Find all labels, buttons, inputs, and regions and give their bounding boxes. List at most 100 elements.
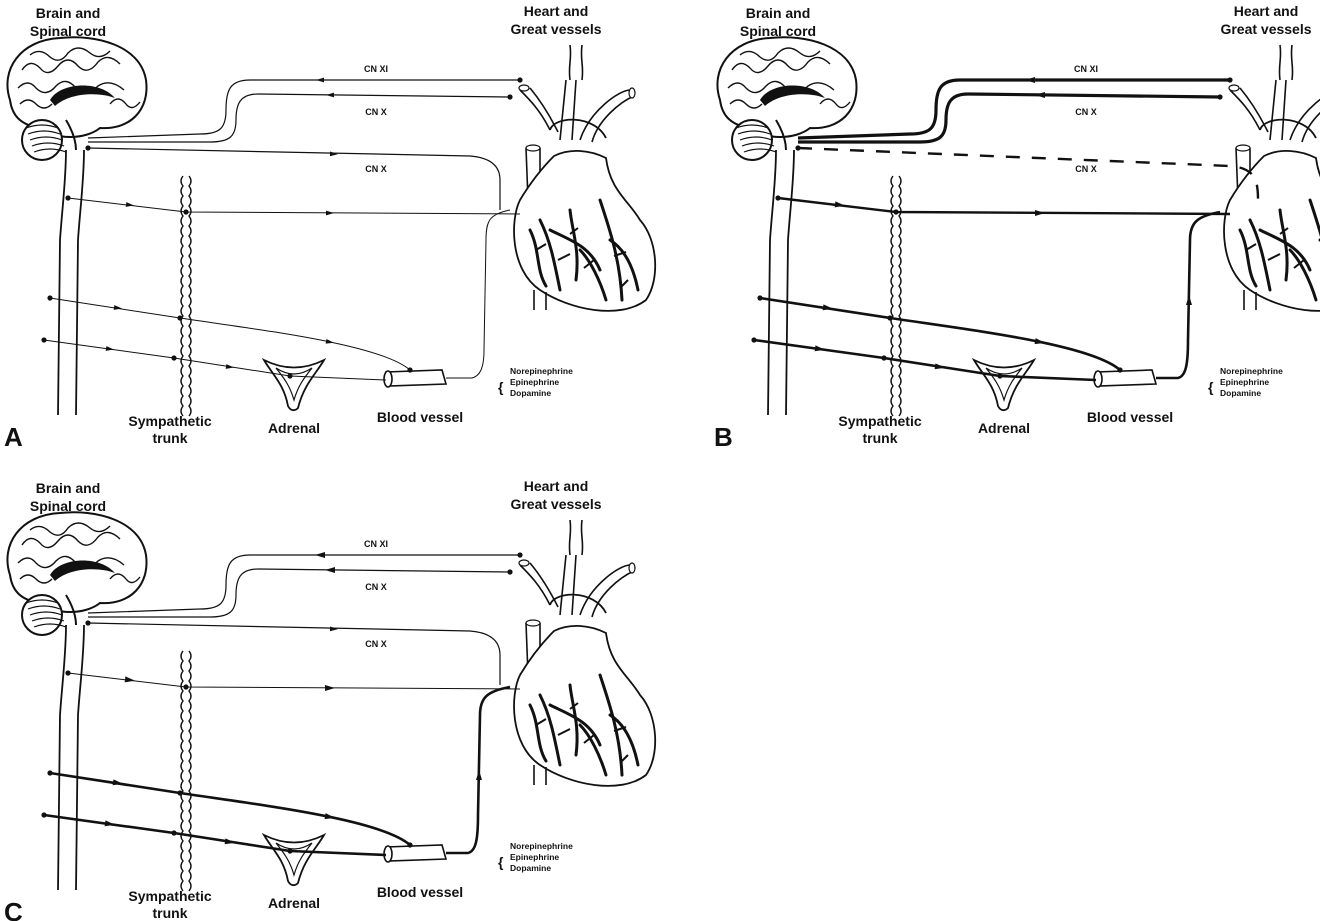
panel-letter: C bbox=[4, 897, 23, 921]
cn-xi-label: CN XI bbox=[364, 64, 388, 74]
synapse-dot bbox=[1117, 367, 1122, 372]
synapse-dot bbox=[171, 830, 176, 835]
adrenal-label: Adrenal bbox=[268, 895, 320, 911]
sympathetic-cardiac-fiber bbox=[68, 673, 520, 689]
hormone-label: Norepinephrine bbox=[1220, 366, 1283, 376]
synapse-dot bbox=[997, 373, 1002, 378]
trunk-label-line2: trunk bbox=[153, 430, 188, 446]
synapse-dot bbox=[507, 569, 512, 574]
arrowhead-icon bbox=[126, 202, 135, 208]
synapse-dot bbox=[85, 145, 90, 150]
hormone-label: Norepinephrine bbox=[510, 366, 573, 376]
synapse-dot bbox=[65, 195, 70, 200]
arrowhead-icon bbox=[1035, 92, 1045, 98]
sympathetic-cardiac-fiber bbox=[778, 198, 1230, 214]
blood-vessel-icon bbox=[384, 845, 446, 862]
synapse-dot bbox=[1217, 94, 1222, 99]
preganglionic-fiber-adrenal bbox=[760, 298, 1120, 370]
hormone-label: Norepinephrine bbox=[510, 841, 573, 851]
arrowhead-icon bbox=[326, 211, 334, 216]
heart-icon bbox=[514, 520, 655, 786]
cn-x-upper-label: CN X bbox=[1075, 107, 1097, 117]
synapse-dot bbox=[507, 94, 512, 99]
cn-x-lower-fiber bbox=[88, 148, 500, 210]
cn-x-upper-label: CN X bbox=[365, 582, 387, 592]
arrowhead-icon bbox=[325, 567, 335, 573]
preganglionic-fiber-vessel bbox=[44, 340, 386, 380]
synapse-dot bbox=[893, 209, 898, 214]
cn-xi-fiber bbox=[798, 80, 1230, 138]
arrowhead-icon bbox=[1025, 77, 1035, 83]
cn-xi-fiber-inner bbox=[798, 80, 1230, 138]
blood-vessel-icon bbox=[1094, 370, 1156, 387]
heart-label-line1: Heart and bbox=[524, 3, 589, 19]
adrenal-label: Adrenal bbox=[978, 420, 1030, 436]
hormone-brace: { bbox=[498, 854, 504, 870]
hormone-brace: { bbox=[1208, 379, 1214, 395]
panel-letter: A bbox=[4, 422, 23, 452]
cn-x-upper-fiber bbox=[88, 569, 510, 617]
adrenal-label: Adrenal bbox=[268, 420, 320, 436]
heart-icon bbox=[1224, 45, 1320, 311]
hormone-label: Dopamine bbox=[510, 388, 551, 398]
cn-xi-label: CN XI bbox=[1074, 64, 1098, 74]
synapse-dot bbox=[775, 195, 780, 200]
synapse-dot bbox=[517, 77, 522, 82]
synapse-dot bbox=[407, 367, 412, 372]
arrowhead-icon bbox=[325, 685, 335, 691]
trunk-label-line1: Sympathetic bbox=[128, 888, 211, 904]
trunk-label-line2: trunk bbox=[863, 430, 898, 446]
arrowhead-icon bbox=[1186, 295, 1192, 305]
arrowhead-icon bbox=[326, 93, 334, 98]
synapse-dot bbox=[1227, 77, 1232, 82]
panel-c: Brain andSpinal cordHeart andGreat vesse… bbox=[4, 478, 655, 921]
spinal-cord-icon bbox=[768, 150, 794, 415]
panel-b: Brain andSpinal cordHeart andGreat vesse… bbox=[714, 3, 1320, 452]
arrowhead-icon bbox=[316, 78, 324, 83]
heart-label-line2: Great vessels bbox=[510, 21, 601, 37]
heart-label-line2: Great vessels bbox=[1220, 21, 1311, 37]
cn-x-lower-fiber bbox=[88, 623, 500, 685]
cn-x-lower-fiber bbox=[798, 148, 1258, 200]
cn-x-upper-fiber bbox=[88, 94, 510, 142]
synapse-dot bbox=[65, 670, 70, 675]
synapse-dot bbox=[287, 373, 292, 378]
hormone-label: Dopamine bbox=[1220, 388, 1261, 398]
panel-a: Brain andSpinal cordHeart andGreat vesse… bbox=[4, 3, 655, 452]
blood-vessel-label: Blood vessel bbox=[1087, 409, 1173, 425]
synapse-dot bbox=[757, 295, 762, 300]
synapse-dot bbox=[183, 209, 188, 214]
synapse-dot bbox=[177, 790, 182, 795]
synapse-dot bbox=[171, 355, 176, 360]
cn-x-lower-label: CN X bbox=[1075, 164, 1097, 174]
spinal-cord-icon bbox=[58, 625, 84, 890]
synapse-dot bbox=[517, 552, 522, 557]
blood-vessel-label: Blood vessel bbox=[377, 409, 463, 425]
brain-label-line1: Brain and bbox=[36, 480, 101, 496]
synapse-dot bbox=[751, 337, 756, 342]
arrowhead-icon bbox=[476, 770, 482, 780]
arrowhead-icon bbox=[114, 305, 123, 311]
preganglionic-fiber-adrenal bbox=[50, 298, 410, 370]
hormone-label: Epinephrine bbox=[1220, 377, 1269, 387]
cn-x-lower-label: CN X bbox=[365, 164, 387, 174]
circulation-fiber bbox=[446, 210, 510, 378]
arrowhead-icon bbox=[106, 346, 115, 352]
hormone-label: Epinephrine bbox=[510, 377, 559, 387]
heart-icon bbox=[514, 45, 655, 311]
heart-label-line2: Great vessels bbox=[510, 496, 601, 512]
synapse-dot bbox=[795, 145, 800, 150]
spinal-cord-icon bbox=[58, 150, 84, 415]
adrenal-gland-icon bbox=[264, 360, 324, 410]
trunk-label-line1: Sympathetic bbox=[838, 413, 921, 429]
arrowhead-icon bbox=[315, 552, 325, 558]
blood-vessel-icon bbox=[384, 370, 446, 387]
synapse-dot bbox=[47, 770, 52, 775]
cn-x-lower-label: CN X bbox=[365, 639, 387, 649]
cn-xi-fiber bbox=[88, 555, 520, 613]
cn-xi-label: CN XI bbox=[364, 539, 388, 549]
synapse-dot bbox=[183, 684, 188, 689]
circulation-fiber bbox=[1156, 212, 1220, 378]
synapse-dot bbox=[287, 848, 292, 853]
brain-label-line1: Brain and bbox=[36, 5, 101, 21]
